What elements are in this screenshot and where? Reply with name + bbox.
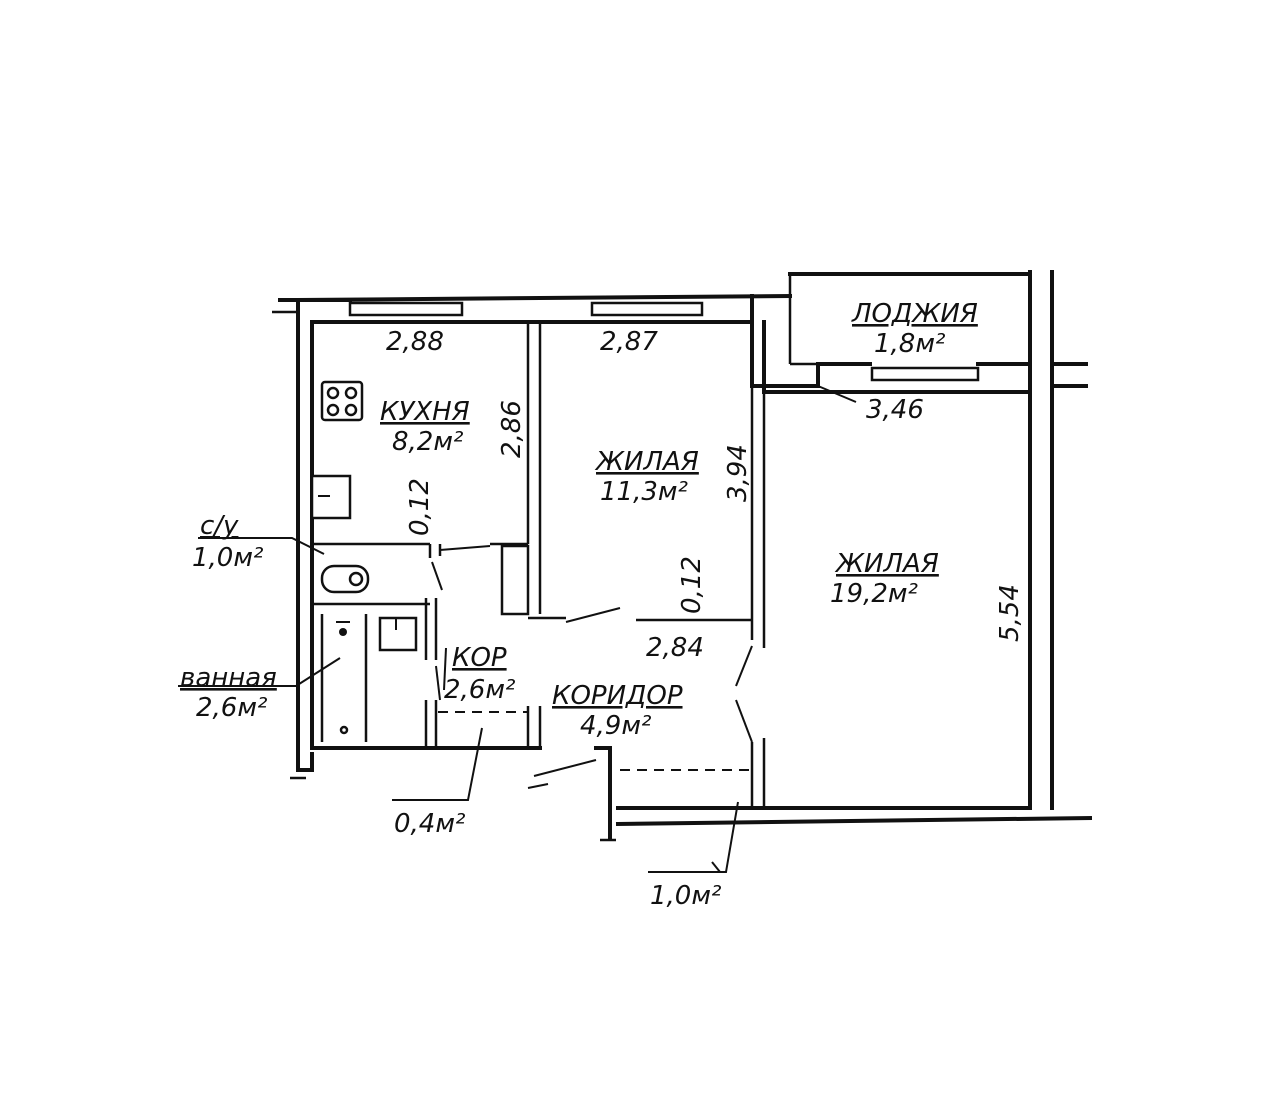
toilet-name: с/у [200, 511, 239, 541]
kitchen-sink-icon [310, 474, 352, 520]
toilet-icon [320, 564, 370, 594]
corridor-area: 4,9м² [580, 711, 651, 741]
living-large-depth: 5,54 [995, 584, 1025, 642]
bath-area: 2,6м² [196, 693, 267, 723]
wall-b: 0,12 [677, 556, 707, 614]
living-large-area: 19,2м² [830, 579, 918, 609]
leader-lines [178, 385, 857, 873]
kitchen-name: КУХНЯ [380, 397, 470, 427]
kitchen-area: 8,2м² [392, 427, 463, 457]
loggia-area: 1,8м² [874, 329, 945, 359]
living-small-area: 11,3м² [600, 477, 688, 507]
toilet-area: 1,0м² [192, 543, 263, 573]
living-small-width: 2,87 [600, 327, 658, 357]
stove-icon [320, 380, 364, 422]
corridor-small-name: КОР [452, 643, 507, 673]
living-large-width: 3,46 [866, 395, 924, 425]
interior-walls [312, 322, 766, 808]
labels: ЛОДЖИЯ 1,8м² 2,88 КУХНЯ 8,2м² 2,86 0,12 … [180, 299, 1025, 911]
living-small-bottom: 2,84 [646, 633, 704, 663]
bath-name: ванная [180, 663, 277, 693]
fixtures [310, 380, 418, 735]
windows [348, 301, 980, 382]
kitchen-depth: 2,86 [497, 400, 527, 458]
kitchen-width: 2,88 [386, 327, 444, 357]
corridor-name: КОРИДОР [552, 681, 683, 711]
bathtub-icon [336, 621, 350, 735]
closet-a-area: 0,4м² [394, 809, 465, 839]
living-small-depth: 3,94 [723, 444, 753, 502]
closet-b-area: 1,0м² [650, 881, 721, 911]
window-kitchen [348, 301, 464, 317]
outer-walls [272, 270, 1093, 842]
window-loggia [870, 366, 980, 382]
washbasin-icon [378, 616, 418, 652]
window-living-small [590, 301, 704, 317]
loggia-name: ЛОДЖИЯ [851, 299, 978, 329]
closet-lines [438, 711, 750, 771]
corridor-small-area: 2,6м² [444, 675, 515, 705]
loggia-outline [788, 272, 1032, 366]
wall-a: 0,12 [405, 478, 435, 536]
living-large-name: ЖИЛАЯ [834, 549, 939, 579]
living-small-name: ЖИЛАЯ [594, 447, 699, 477]
